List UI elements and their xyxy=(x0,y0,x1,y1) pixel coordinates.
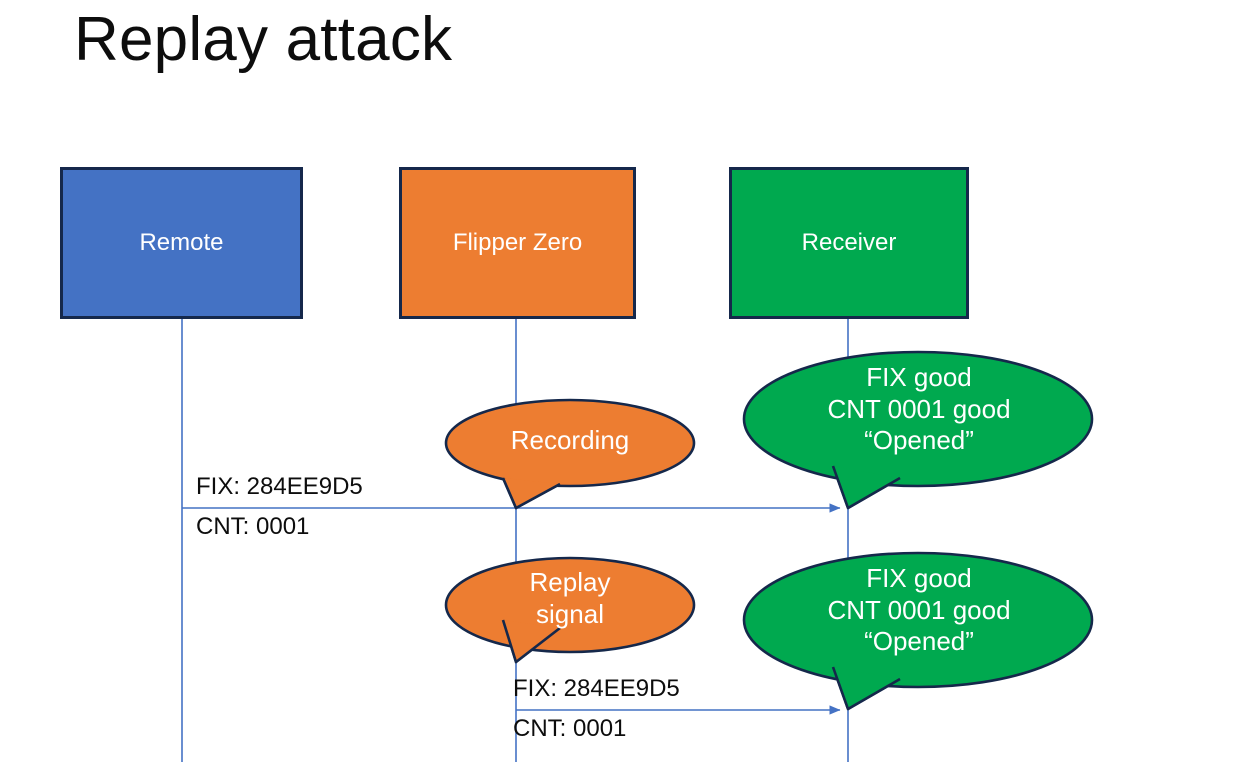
actor-box-flipper[interactable]: Flipper Zero xyxy=(399,167,636,319)
actor-label-remote: Remote xyxy=(139,228,224,256)
callout-replay-signal xyxy=(444,556,696,664)
actor-label-receiver: Receiver xyxy=(801,228,897,256)
message-label-cnt-2: CNT: 0001 xyxy=(513,715,627,742)
actor-label-flipper: Flipper Zero xyxy=(452,228,583,256)
message-label-cnt-1: CNT: 0001 xyxy=(196,513,310,540)
callout-receiver-ok-1 xyxy=(742,350,1094,510)
page-title: Replay attack xyxy=(74,5,453,74)
callout-receiver-ok-2 xyxy=(742,551,1094,711)
actor-box-receiver[interactable]: Receiver xyxy=(729,167,969,319)
message-label-fix-2: FIX: 284EE9D5 xyxy=(513,675,680,702)
actor-box-remote[interactable]: Remote xyxy=(60,167,303,319)
message-label-fix-1: FIX: 284EE9D5 xyxy=(196,473,363,500)
callout-recording xyxy=(444,398,696,510)
